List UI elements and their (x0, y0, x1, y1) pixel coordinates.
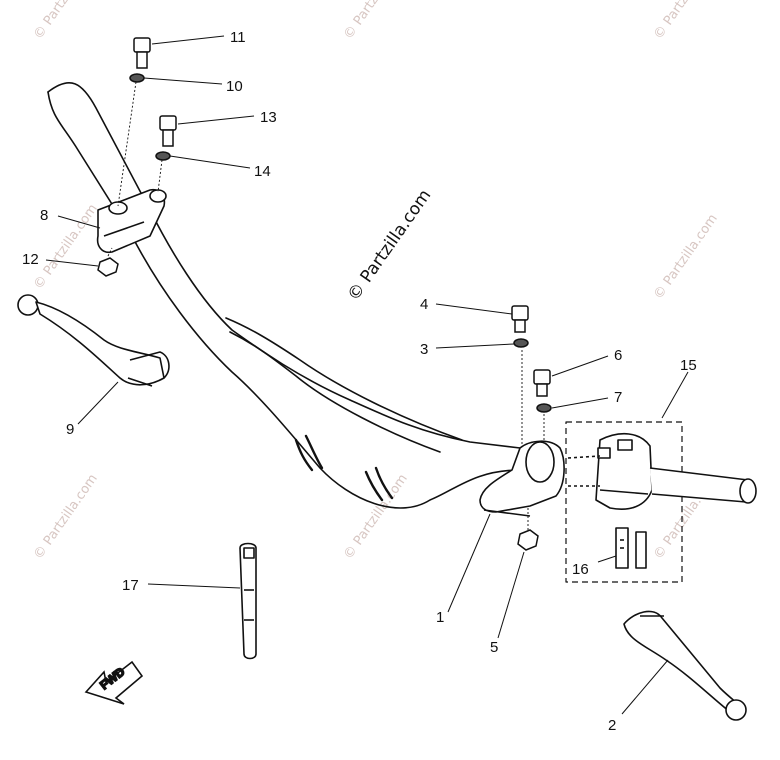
callout-8: 8 (40, 207, 48, 224)
callout-3: 3 (420, 341, 428, 358)
switch-assembly (565, 421, 757, 583)
cable-band (239, 542, 257, 660)
callout-leaders (45, 35, 689, 715)
lever-right (623, 610, 747, 721)
callout-12: 12 (22, 251, 39, 268)
watermark-text: © Partzilla.com (651, 0, 721, 42)
watermark-text: © Partzilla.com (31, 472, 101, 563)
holder-hardware (511, 305, 552, 551)
watermark-text: © Partzilla.com (31, 0, 101, 42)
callout-16: 16 (572, 561, 589, 578)
handlebar-clamp (96, 188, 167, 254)
callout-2: 2 (608, 717, 616, 734)
callout-9: 9 (66, 421, 74, 438)
callout-1: 1 (436, 609, 444, 626)
callout-labels: 11 10 13 14 8 12 9 4 3 6 7 15 16 1 5 2 1… (22, 29, 697, 734)
callout-7: 7 (614, 389, 622, 406)
lever-holder-right (479, 440, 565, 517)
callout-4: 4 (420, 296, 428, 313)
callout-5: 5 (490, 639, 498, 656)
callout-17: 17 (122, 577, 139, 594)
callout-11: 11 (230, 29, 246, 46)
clamp-bolt (97, 37, 177, 277)
watermark-text: © Partzilla.com (651, 212, 721, 303)
callout-15: 15 (680, 357, 697, 374)
guide-lines (107, 81, 545, 530)
lever-left (17, 294, 170, 387)
watermark-text: © Partzilla.com (341, 0, 411, 42)
callout-13: 13 (260, 109, 277, 126)
center-watermark: © Partzilla.com (344, 186, 436, 305)
handlebar (47, 82, 521, 509)
callout-10: 10 (226, 78, 243, 95)
forward-arrow: FWD (84, 660, 144, 705)
watermark-text: © Partzilla.com (341, 472, 411, 563)
callout-6: 6 (614, 347, 622, 364)
callout-14: 14 (254, 163, 271, 180)
